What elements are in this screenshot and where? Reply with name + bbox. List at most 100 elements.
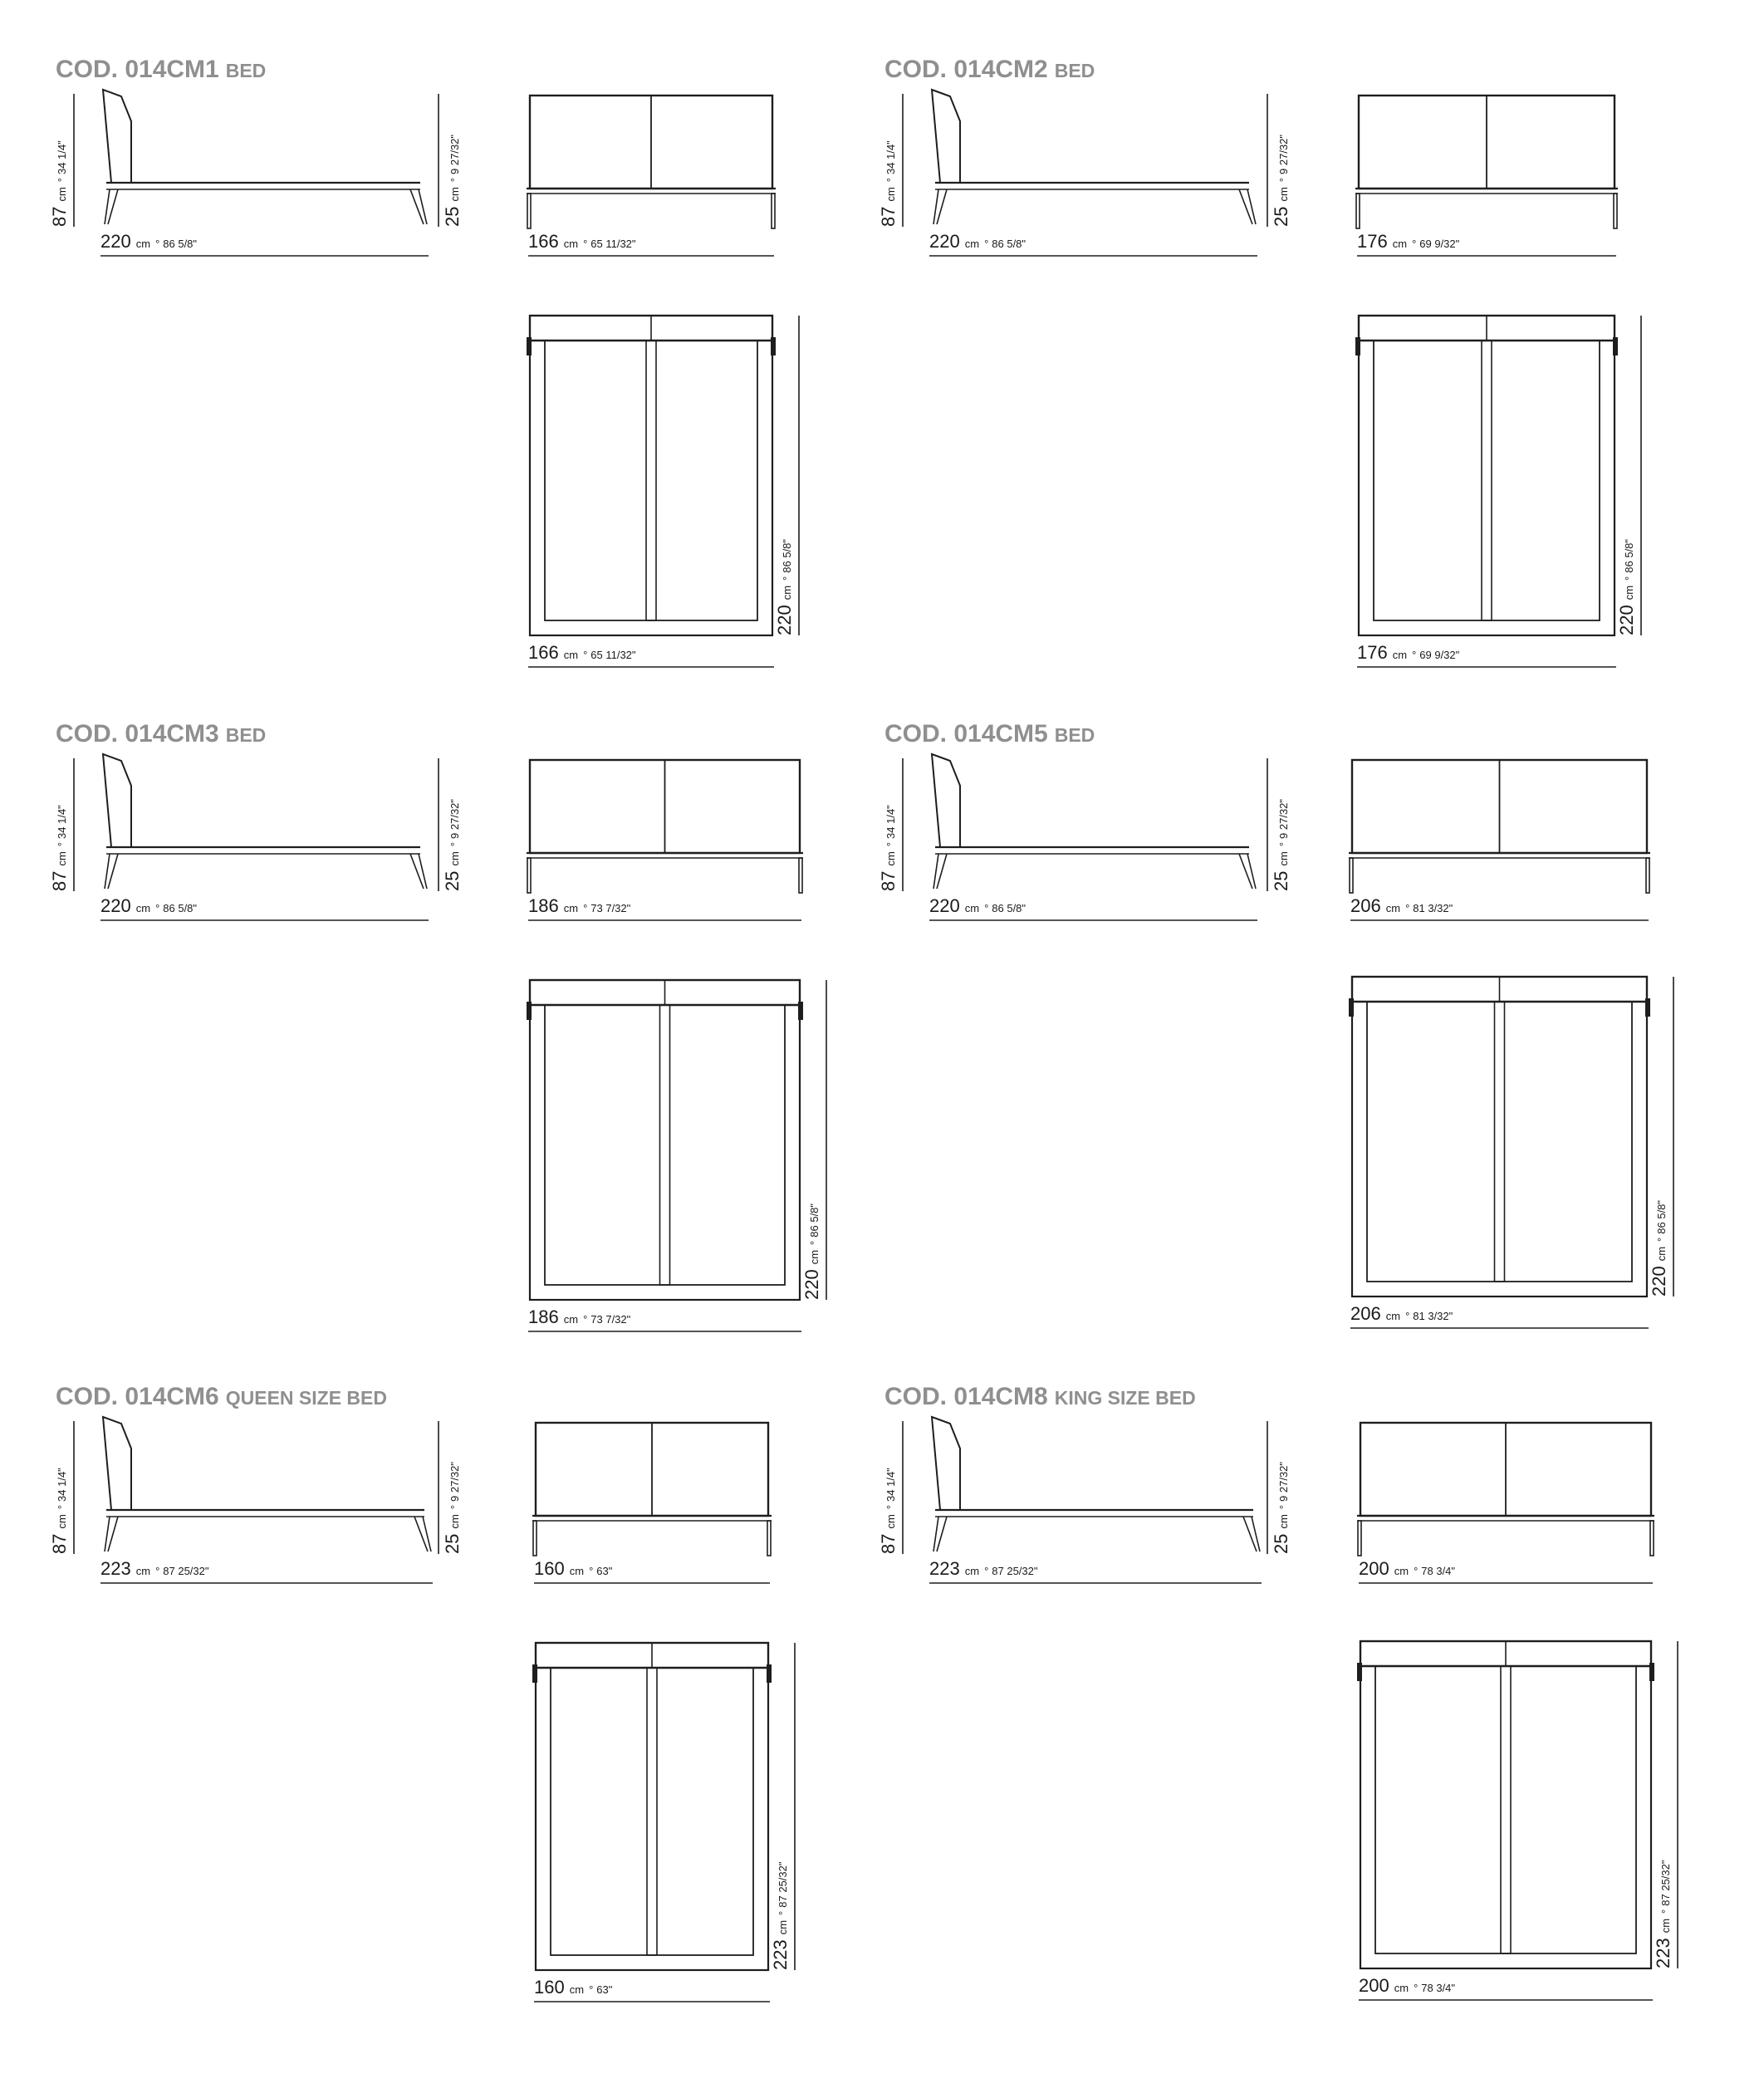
dimension-label: 220cm°86 5/8" <box>1649 1200 1669 1297</box>
center-divider <box>1493 1001 1506 1282</box>
leg-marker <box>1357 1663 1362 1681</box>
rear-leg <box>1238 853 1257 890</box>
front-leg <box>767 1520 772 1556</box>
rear-leg <box>414 1516 432 1552</box>
leg-marker <box>767 1664 772 1683</box>
dimension-label: 25cm°9 27/32" <box>442 799 463 891</box>
rear-leg <box>1242 1516 1261 1552</box>
leg-marker <box>1645 998 1650 1017</box>
front-leg <box>527 857 532 894</box>
dimension-label: 223cm°87 25/32" <box>770 1861 791 1970</box>
frame-outline <box>534 1666 770 1972</box>
center-divider <box>645 340 657 621</box>
mattress-outline <box>550 1667 754 1956</box>
leg-marker <box>1349 998 1354 1017</box>
rear-leg <box>1238 189 1257 225</box>
plan-view-drawing <box>527 978 803 1301</box>
plan-view-drawing <box>1355 314 1618 637</box>
front-leg <box>933 189 948 225</box>
front-leg <box>1649 1520 1654 1556</box>
front-leg <box>532 1520 537 1556</box>
front-view-drawing <box>527 758 803 894</box>
leg-marker <box>532 1664 537 1683</box>
leg-marker <box>527 1002 532 1020</box>
dimension-label: 25cm°9 27/32" <box>1271 799 1291 891</box>
front-leg <box>104 189 119 225</box>
rear-leg <box>409 189 428 225</box>
mattress-outline <box>544 340 758 621</box>
side-view-drawing <box>930 1415 1261 1552</box>
dimension-label: 87cm°34 1/4" <box>49 1468 70 1554</box>
mattress-outline <box>1373 340 1600 621</box>
dimension-label: 25cm°9 27/32" <box>1271 135 1291 227</box>
front-leg <box>933 1516 948 1552</box>
mattress-outline <box>544 1004 786 1286</box>
leg-marker <box>1355 337 1360 355</box>
dimension-label: 220cm°86 5/8" <box>774 539 795 635</box>
dimension-label: 220cm°86 5/8" <box>1616 539 1637 635</box>
center-divider <box>1481 340 1492 621</box>
front-view-drawing <box>532 1421 772 1556</box>
dimension-label: 25cm°9 27/32" <box>442 1462 463 1554</box>
front-leg <box>1645 857 1650 894</box>
headboard-outline <box>101 1415 132 1511</box>
front-leg <box>104 853 119 890</box>
side-view-drawing <box>101 1415 432 1552</box>
front-view-drawing <box>1349 758 1650 894</box>
dimension-label: 223cm°87 25/32" <box>1653 1860 1673 1968</box>
headboard-outline <box>101 88 132 184</box>
dimension-label: 87cm°34 1/4" <box>878 140 899 227</box>
dimension-label: 87cm°34 1/4" <box>49 140 70 227</box>
frame-outline <box>528 339 774 637</box>
side-view-drawing <box>930 752 1257 890</box>
dimension-label: 87cm°34 1/4" <box>49 805 70 891</box>
side-view-drawing <box>101 752 428 890</box>
frame-outline <box>1350 1000 1649 1298</box>
front-leg <box>1349 857 1354 894</box>
side-view-drawing <box>930 88 1257 225</box>
headboard-outline <box>930 88 961 184</box>
center-divider <box>659 1004 671 1286</box>
headboard-outline <box>101 752 132 848</box>
leg-marker <box>798 1002 803 1020</box>
headboard-outline <box>930 752 961 848</box>
dimension-label: 87cm°34 1/4" <box>878 1468 899 1554</box>
leg-marker <box>1613 337 1618 355</box>
frame-outline <box>528 1003 801 1301</box>
front-leg <box>1355 193 1360 229</box>
frame-outline <box>1359 1664 1653 1970</box>
front-leg <box>1357 1520 1362 1556</box>
dimension-label: 25cm°9 27/32" <box>442 135 463 227</box>
headboard-outline <box>930 1415 961 1511</box>
leg-marker <box>771 337 776 355</box>
mattress-outline <box>1366 1001 1633 1282</box>
